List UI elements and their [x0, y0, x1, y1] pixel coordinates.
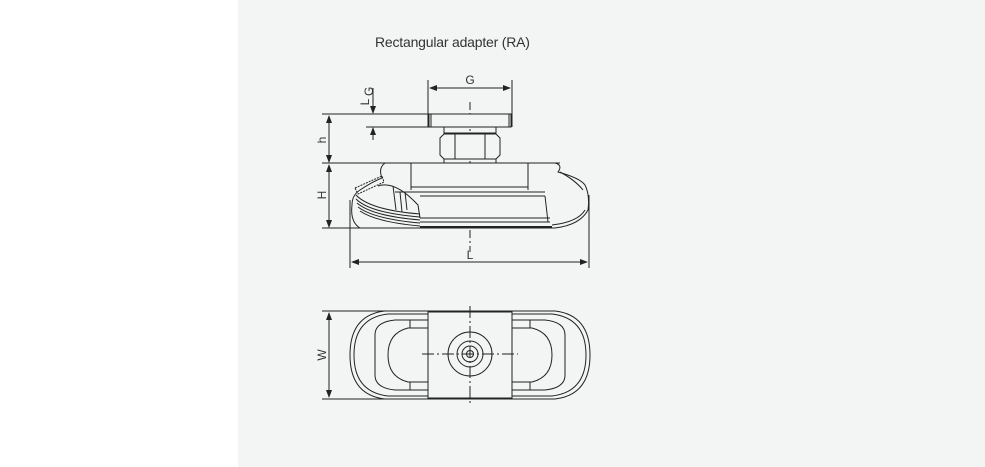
dimension-label-W: W: [315, 349, 329, 361]
top-view: [322, 306, 591, 404]
dimension-label-L: L: [467, 248, 474, 262]
dimension-label-H: H: [315, 191, 329, 200]
dimension-label-Lg-subscript: G: [362, 87, 376, 96]
dimension-label-G: G: [465, 73, 474, 87]
dimension-label-Lg: L: [358, 98, 372, 105]
dimension-label-h: h: [315, 137, 329, 144]
figure-title: Rectangular adapter (RA): [375, 34, 530, 50]
side-view: [322, 80, 590, 268]
